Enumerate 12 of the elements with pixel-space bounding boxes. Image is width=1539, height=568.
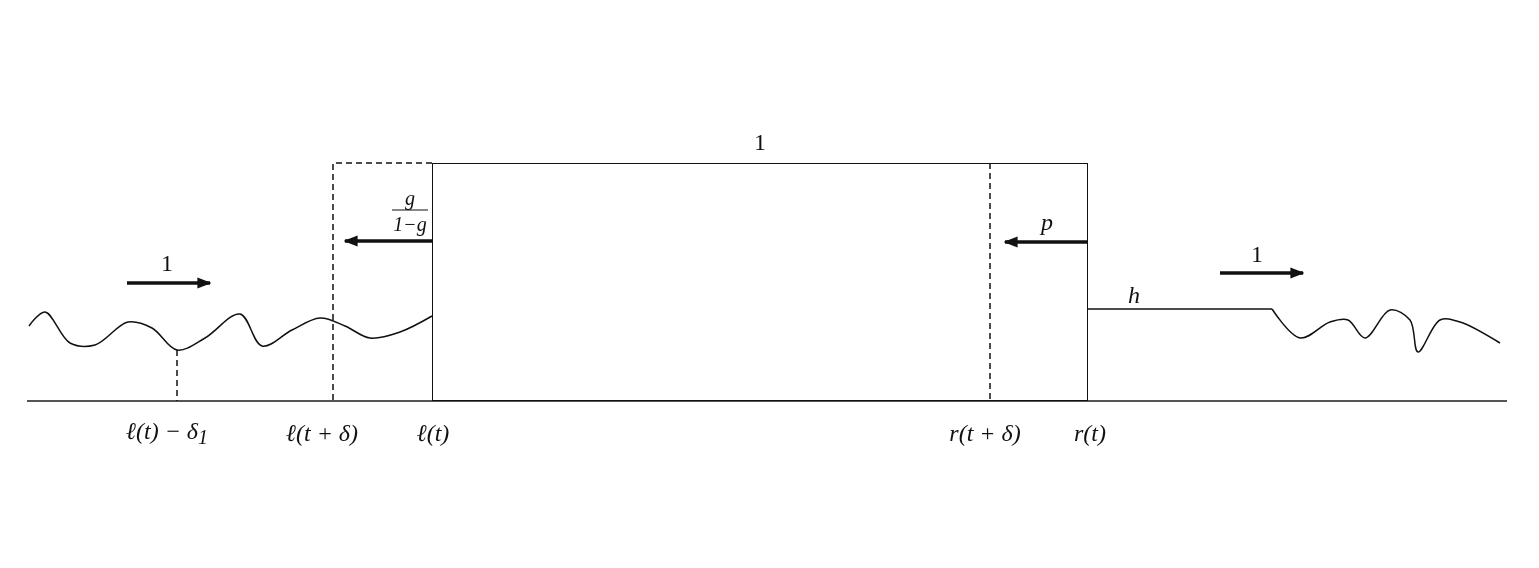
math-label: 1−g xyxy=(393,214,427,234)
position-label: r(t) xyxy=(1074,421,1106,445)
speed-label: 1 xyxy=(1251,242,1263,266)
box-label: 1 xyxy=(754,130,766,154)
math-label: p xyxy=(1041,210,1053,234)
position-label: ℓ(t + δ) xyxy=(286,421,358,445)
math-label: g xyxy=(405,188,415,208)
position-label: ℓ(t) xyxy=(416,421,450,445)
math-label: h xyxy=(1128,283,1140,307)
speed-label: 1 xyxy=(161,251,173,275)
position-label: ℓ(t) − δ$_{1}$ xyxy=(126,418,208,448)
position-label: r(t + δ) xyxy=(949,421,1021,445)
